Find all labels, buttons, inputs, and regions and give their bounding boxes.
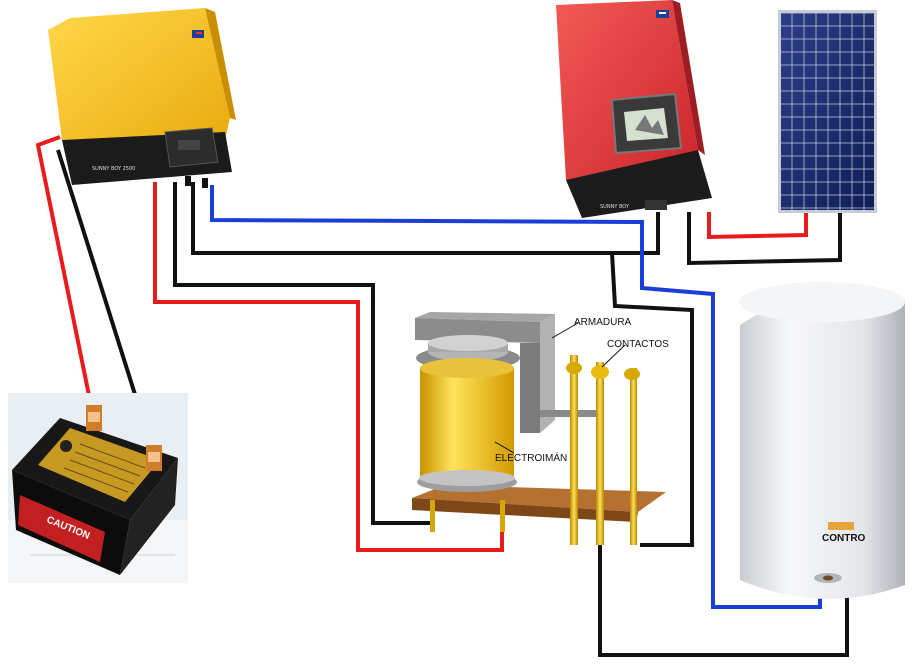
panel-positive-wire <box>707 212 808 240</box>
panel-negative-wire <box>687 212 842 266</box>
relay-contacts <box>566 355 640 545</box>
water-heater: CONTRO <box>739 282 905 599</box>
svg-text:SUNNY BOY: SUNNY BOY <box>600 204 630 210</box>
coil-positive-wire <box>153 182 504 552</box>
inverter-link-negative-wire <box>191 182 660 255</box>
armature-label: ARMADURA <box>574 317 632 328</box>
inverter-link-neutral-wire <box>210 185 822 609</box>
relay <box>412 312 666 545</box>
solar-panel <box>778 10 877 213</box>
battery-positive-wire <box>35 135 96 421</box>
coil-negative-wire <box>173 182 435 525</box>
battery: CAUTION <box>8 393 188 583</box>
svg-text:SUNNY BOY 2500: SUNNY BOY 2500 <box>92 166 135 172</box>
yellow-inverter: SUNNY BOY 2500 <box>48 8 236 188</box>
heater-brand-label: CONTRO <box>822 533 866 544</box>
electromagnet-label: ELECTROIMÁN <box>495 451 567 464</box>
contact-feed-wire <box>610 252 694 547</box>
red-inverter: SUNNY BOY <box>556 0 712 218</box>
relay-coil <box>417 358 517 492</box>
contacts-label: CONTACTOS <box>607 339 669 350</box>
heater-feed-wire <box>598 540 849 657</box>
